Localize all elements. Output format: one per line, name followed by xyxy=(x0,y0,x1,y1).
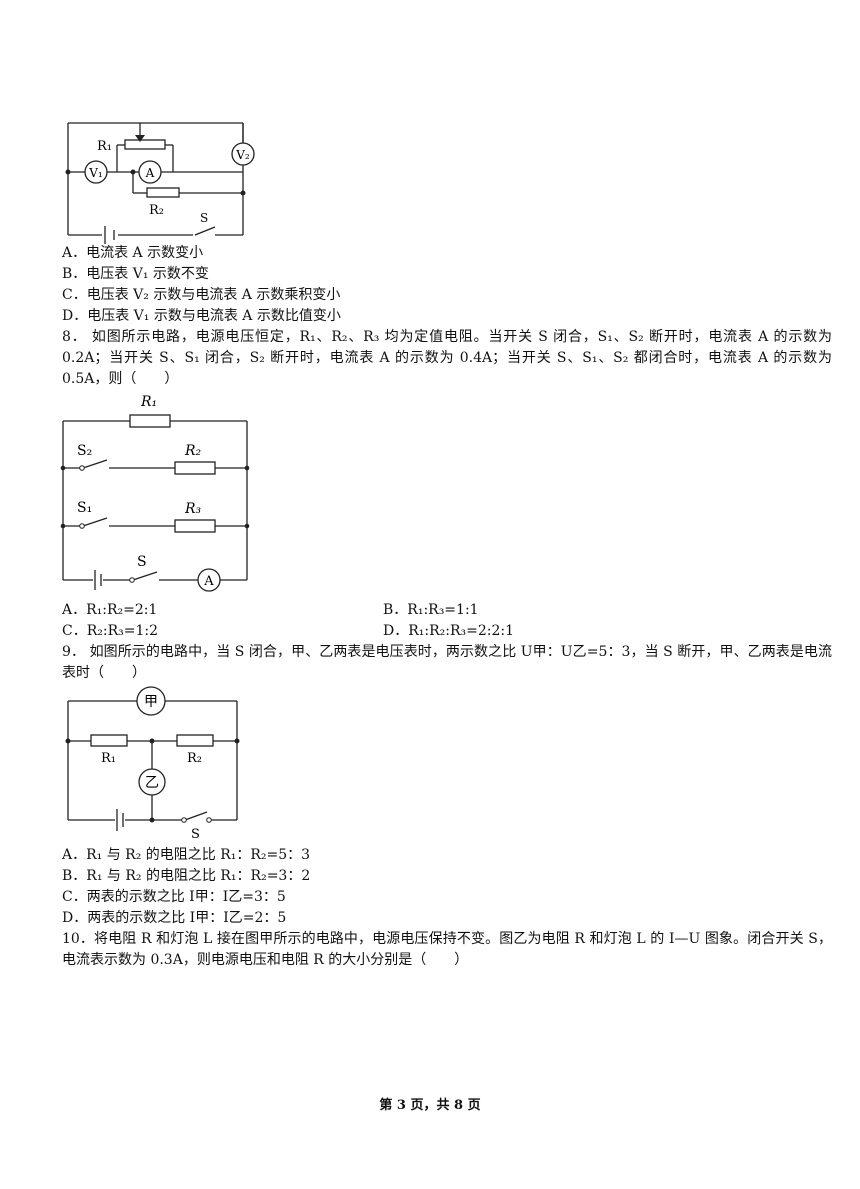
q9-s-label: S xyxy=(191,827,200,842)
q9-jia-meter-label: 甲 xyxy=(144,694,158,710)
q8-r2-label: R₂ xyxy=(184,443,202,459)
q9-question-text: 9． 如图所示的电路中，当 S 闭合，甲、乙两表是电压表时，两示数之比 U甲：U… xyxy=(62,644,832,681)
q7-a-label: A xyxy=(145,166,155,180)
q7-option-d: D．电压表 V₁ 示数与电流表 A 示数比值变小 xyxy=(62,308,341,324)
q8-option-c: C．R₂:R₃=1:2 xyxy=(62,623,158,639)
q8-s2-label: S₂ xyxy=(77,443,92,459)
q8-option-b: B．R₁:R₃=1:1 xyxy=(383,602,479,618)
q7-option-b: B．电压表 V₁ 示数不变 xyxy=(62,266,209,282)
q7-v2-label: V₂ xyxy=(235,148,250,162)
q9-r2-label: R₂ xyxy=(187,751,202,766)
q7-option-c: C．电压表 V₂ 示数与电流表 A 示数乘积变小 xyxy=(62,287,341,303)
q10-question-text: 10．将电阻 R 和灯泡 L 接在图甲所示的电路中，电源电压保持不变。图乙为电阻… xyxy=(62,931,832,968)
q9-option-a: A．R₁ 与 R₂ 的电阻之比 R₁：R₂=5：3 xyxy=(62,847,311,863)
q8-question-text: 8． 如图所示电路，电源电压恒定，R₁、R₂、R₃ 均为定值电阻。当开关 S 闭… xyxy=(62,329,832,387)
q8-circuit-diagram: A R₁ R₂ R₃ S₂ S₁ S xyxy=(60,394,250,592)
page-footer: 第 3 页，共 8 页 xyxy=(379,1098,481,1113)
q8-s1-label: S₁ xyxy=(77,500,92,516)
q9-yi-meter-label: 乙 xyxy=(145,775,159,791)
q9-option-d: D．两表的示数之比 I甲：I乙=2：5 xyxy=(62,910,287,926)
q7-r1-label: R₁ xyxy=(97,139,112,154)
q7-r2-label: R₂ xyxy=(149,203,164,218)
q8-s-label: S xyxy=(137,554,147,570)
q7-circuit-diagram: V₁ A V₂ R₁ R₂ S xyxy=(65,122,255,244)
q8-r3-label: R₃ xyxy=(184,501,202,517)
q8-option-a: A．R₁:R₂=2:1 xyxy=(62,602,158,618)
q8-ammeter-label: A xyxy=(203,574,214,589)
q9-circuit-diagram: 甲 乙 R₁ R₂ S xyxy=(65,686,240,842)
q8-option-d: D．R₁:R₂:R₃=2:2:1 xyxy=(383,623,515,639)
q9-option-c: C．两表的示数之比 I甲：I乙=3：5 xyxy=(62,889,286,905)
q7-option-a: A．电流表 A 示数变小 xyxy=(62,245,204,261)
q9-r1-label: R₁ xyxy=(101,751,116,766)
q8-r1-label: R₁ xyxy=(140,394,157,410)
q7-v1-label: V₁ xyxy=(88,166,102,180)
q9-option-b: B．R₁ 与 R₂ 的电阻之比 R₁：R₂=3：2 xyxy=(62,868,311,884)
q7-s-label: S xyxy=(200,211,208,225)
